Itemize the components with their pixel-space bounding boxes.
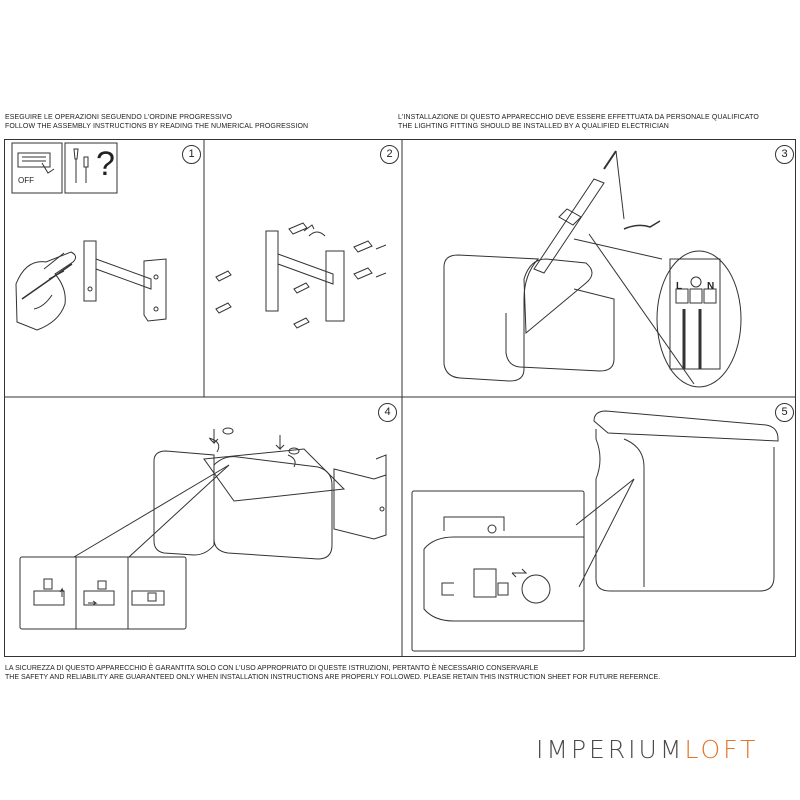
wall-bracket-step4 [333, 454, 387, 540]
switch-panel-icon [17, 152, 51, 168]
header-left: ESEGUIRE LE OPERAZIONI SEGUENDO L'ORDINE… [5, 114, 308, 131]
detail-inset-step5 [411, 490, 585, 652]
header-right: L'INSTALLAZIONE DI QUESTO APPARECCHIO DE… [398, 114, 759, 131]
instruction-diagram: 1 2 3 4 5 OFF ? L N [4, 139, 796, 657]
terminal-label-L: L [676, 281, 683, 292]
step-number-1: 1 [182, 145, 201, 164]
wiring-cable [533, 150, 661, 274]
step-number-4: 4 [378, 403, 397, 422]
detail-inset-step4 [19, 556, 187, 630]
wall-bracket-step1 [83, 240, 167, 322]
header-left-line2: FOLLOW THE ASSEMBLY INSTRUCTIONS BY READ… [5, 122, 309, 130]
hand-drawing-illustration [15, 251, 77, 331]
power-off-icon [11, 142, 63, 194]
footer-line1: LA SICUREZZA DI QUESTO APPARECCHIO È GAR… [5, 665, 539, 672]
brand-logo: IMPERIUMLOFT [536, 735, 758, 764]
bulb-icon [521, 574, 551, 604]
diagram-svg [4, 139, 796, 657]
wall-bracket-step2 [265, 230, 345, 322]
screw-anchor-icon [83, 156, 89, 183]
lamp-body-step5 [593, 410, 779, 592]
screw-arrows [303, 224, 387, 278]
off-switch-label: OFF [18, 176, 34, 185]
terminal-label-N: N [707, 281, 715, 292]
screwdriver-icon [73, 148, 79, 183]
ground-icon [690, 276, 702, 288]
panel-grid-border [4, 139, 796, 657]
lamp-body-step4 [153, 448, 346, 560]
lamp-body-step3 [443, 254, 615, 382]
brand-part1: IMPERIUM [536, 735, 685, 764]
footer-notice: LA SICUREZZA DI QUESTO APPARECCHIO È GAR… [5, 664, 660, 682]
step-number-5: 5 [775, 403, 794, 422]
step-number-3: 3 [775, 145, 794, 164]
zoom-lines-step4 [73, 464, 230, 558]
mounting-screws-step4 [208, 427, 300, 468]
header-right-line2: THE LIGHTING FITTING SHOULD BE INSTALLED… [398, 122, 669, 130]
header-right-line1: L'INSTALLAZIONE DI QUESTO APPARECCHIO DE… [398, 114, 759, 121]
brand-part2: LOFT [684, 735, 759, 764]
footer-line2: THE SAFETY AND RELIABILITY ARE GUARANTEE… [5, 674, 661, 681]
wall-anchors [215, 222, 373, 329]
question-mark: ? [96, 145, 115, 183]
bulb-socket-icon [473, 568, 497, 598]
zoom-lines-step5 [575, 478, 635, 588]
tools-icon [64, 142, 118, 194]
step-number-2: 2 [380, 145, 399, 164]
header-left-line1: ESEGUIRE LE OPERAZIONI SEGUENDO L'ORDINE… [5, 114, 233, 121]
step1-icons [11, 142, 118, 194]
terminal-block-zoom [573, 233, 742, 388]
